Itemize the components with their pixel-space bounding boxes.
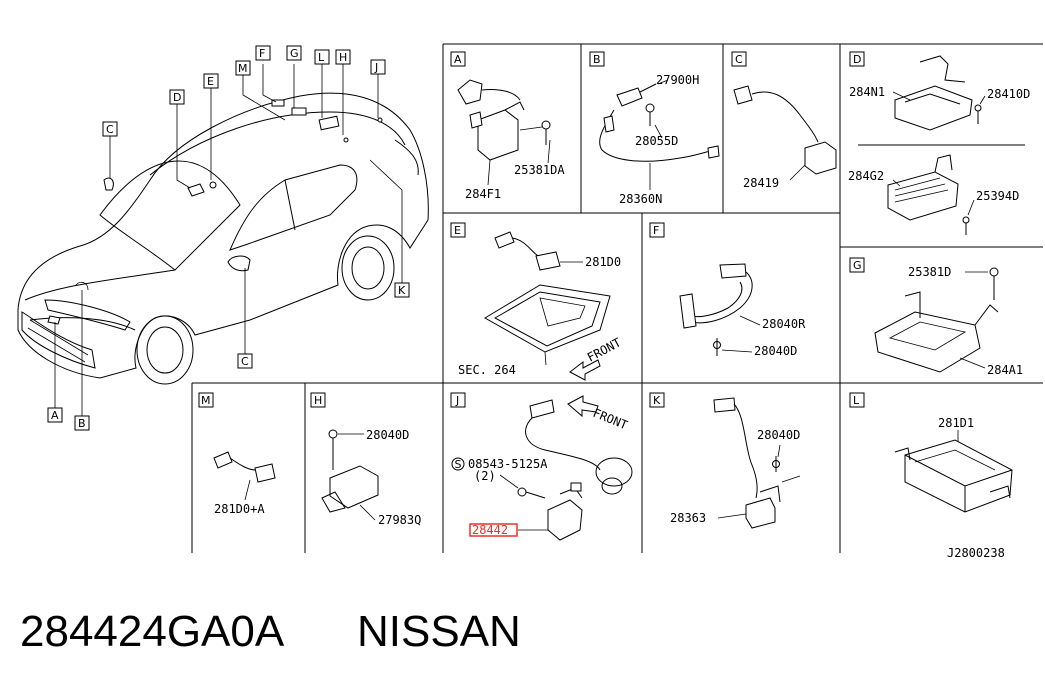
caption-brand: NISSAN — [357, 607, 521, 656]
label-281d1: 281D1 — [938, 416, 974, 430]
panel-k: K 28040D 28363 — [649, 392, 800, 529]
panel-d: D 284N1 28410D 284G2 25394D — [848, 51, 1030, 235]
panel-j-letter: J — [455, 394, 459, 407]
panel-h-letter: H — [314, 394, 322, 407]
panel-h: H 28040D 27983Q — [310, 392, 421, 527]
callout-a-box — [47, 407, 63, 423]
label-281d0a: 281D0+A — [214, 502, 265, 516]
callout-k: K — [398, 284, 406, 297]
panel-c-letter: C — [735, 53, 743, 66]
callout-h-box — [335, 49, 351, 65]
panel-e: E 281D0 SEC. 264 FRONT — [450, 222, 623, 381]
panel-f-letter: F — [653, 224, 659, 237]
label-28040r: 28040R — [762, 317, 806, 331]
callout-e-box — [203, 73, 219, 89]
label-08543-5125a: 08543-5125A — [468, 457, 548, 471]
callout-g-box — [286, 45, 302, 61]
label-28040d-h: 28040D — [366, 428, 409, 442]
callout-c-side-box — [237, 353, 253, 369]
panel-a: A 25381DA 284F1 — [450, 51, 565, 201]
callout-d: D — [173, 91, 181, 104]
label-28419: 28419 — [743, 176, 779, 190]
label-28040d-f: 28040D — [754, 344, 797, 358]
callout-e: E — [207, 75, 214, 88]
panel-j: J FRONT S 08543-5125A (2) 28442 — [450, 392, 633, 541]
callout-k-box — [394, 282, 410, 298]
highlight-28442 — [469, 523, 518, 537]
label-28363: 28363 — [670, 511, 706, 525]
panel-b-letter: B — [593, 53, 601, 66]
callout-m: M — [238, 62, 248, 75]
callout-a: A — [51, 409, 59, 422]
callout-c-side: C — [241, 355, 249, 368]
label-284n1: 284N1 — [849, 85, 885, 99]
car-overview — [17, 64, 429, 416]
car-callouts: A B C C D E M F G L H J K — [47, 45, 410, 431]
label-25381d: 25381D — [908, 265, 951, 279]
callout-f-box — [255, 45, 271, 61]
label-front-e: FRONT — [585, 335, 623, 364]
label-28410d: 28410D — [987, 87, 1030, 101]
callout-h: H — [339, 51, 347, 64]
panel-c: C 28419 — [731, 51, 837, 190]
label-qty-2: (2) — [474, 469, 496, 483]
label-28442: 28442 — [472, 523, 508, 537]
drawing-number: J2800238 — [947, 546, 1005, 560]
label-284a1: 284A1 — [987, 363, 1023, 377]
callout-j: J — [374, 61, 378, 74]
label-27900h: 27900H — [656, 73, 699, 87]
label-281d0: 281D0 — [585, 255, 621, 269]
label-sec-264: SEC. 264 — [458, 363, 516, 377]
label-28360n: 28360N — [619, 192, 662, 206]
callout-g: G — [290, 47, 299, 60]
label-25394d: 25394D — [976, 189, 1019, 203]
panel-l: L 281D1 — [849, 392, 1013, 513]
callout-j-box — [370, 59, 386, 75]
label-27983q: 27983Q — [378, 513, 421, 527]
panel-b: B 27900H 28055D 28360N — [589, 51, 720, 206]
label-front-j: FRONT — [591, 406, 630, 433]
caption-part-number: 284424GA0A — [20, 607, 285, 656]
panel-m: M 281D0+A — [198, 392, 276, 516]
panel-d-letter: D — [853, 53, 861, 66]
callout-d-box — [169, 89, 185, 105]
callout-b-box — [74, 415, 90, 431]
callout-l: L — [318, 51, 325, 64]
callout-l-box — [314, 49, 330, 65]
label-28040d-k: 28040D — [757, 428, 800, 442]
callout-c-front: C — [106, 123, 114, 136]
panel-l-letter: L — [853, 394, 860, 407]
label-284g2: 284G2 — [848, 169, 884, 183]
label-25381da: 25381DA — [514, 163, 565, 177]
panel-a-letter: A — [454, 53, 462, 66]
panel-g-letter: G — [853, 259, 862, 272]
callout-c-front-box — [102, 121, 118, 137]
panel-m-letter: M — [201, 394, 211, 407]
panel-f: F 28040R 28040D — [649, 222, 806, 358]
panel-k-letter: K — [653, 394, 661, 407]
label-s-symbol: S — [455, 458, 462, 471]
label-28055d: 28055D — [635, 134, 678, 148]
panel-grid — [191, 43, 1043, 553]
label-284f1: 284F1 — [465, 187, 501, 201]
callout-f: F — [259, 47, 265, 60]
callout-b: B — [78, 417, 86, 430]
callout-m-box — [235, 60, 251, 76]
panel-e-letter: E — [454, 224, 461, 237]
panel-g: G 25381D 284A1 — [849, 257, 1023, 377]
